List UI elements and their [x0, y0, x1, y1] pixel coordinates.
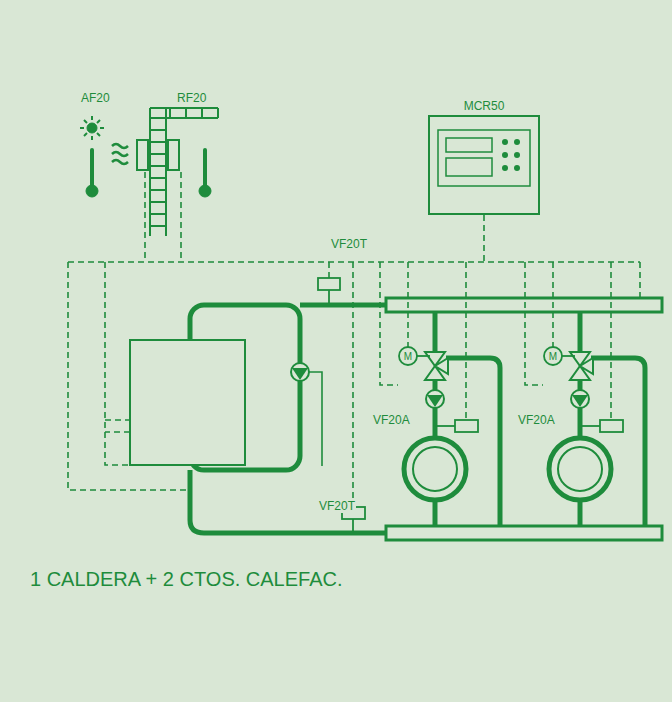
sensor-label: VF20A: [517, 414, 556, 427]
motor-symbol-letter: M: [548, 351, 558, 362]
controller-box: MCR50: [428, 115, 540, 215]
caption: 1 CALDERA + 2 CTOS. CALEFAC.: [30, 568, 343, 590]
sensor-label: RF20: [176, 92, 207, 105]
sensor-label: VF20T: [330, 238, 368, 251]
controller-label: MCR50: [464, 100, 505, 113]
sensor-label: VF20A: [372, 414, 411, 427]
motor-symbol-letter: M: [403, 351, 413, 362]
sensor-label: VF20T: [318, 500, 356, 513]
sensor-label: AF20: [80, 92, 111, 105]
